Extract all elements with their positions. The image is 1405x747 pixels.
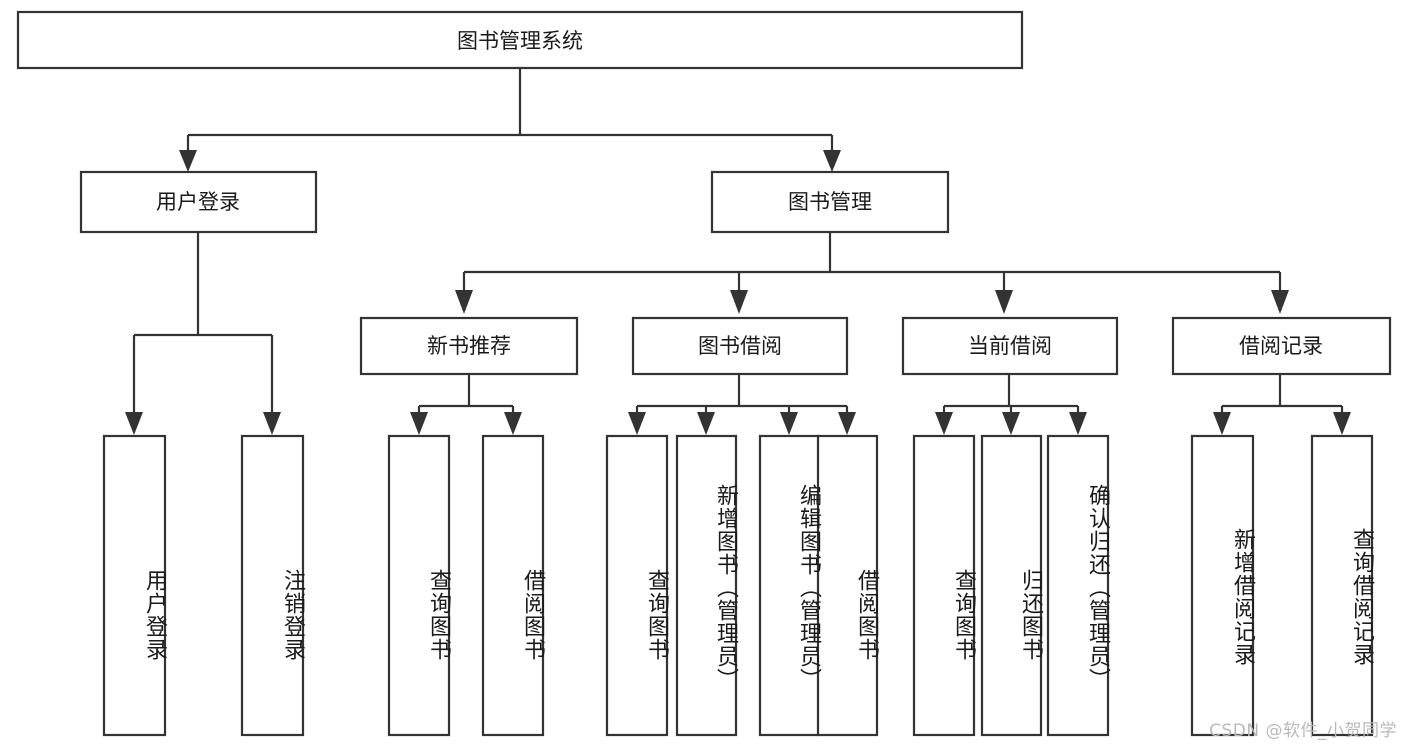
connectors-book-manage-to-level3 [455, 232, 1289, 314]
connectors-root-to-level2 [179, 68, 841, 172]
connectors-new-book-to-leaves [410, 374, 522, 435]
node-book-borrow-label: 图书借阅 [698, 334, 782, 358]
node-book-borrow[interactable] [631, 316, 849, 376]
connectors-book-borrow-to-leaves [628, 374, 856, 435]
node-current-borrow[interactable] [901, 316, 1119, 376]
leaf-box-add-book-admin[interactable] [675, 434, 738, 737]
node-borrow-record-label: 借阅记录 [1239, 334, 1323, 358]
node-book-management[interactable] [710, 170, 950, 234]
node-current-borrow-label: 当前借阅 [968, 334, 1052, 358]
node-root-book-management-system[interactable] [16, 10, 1024, 70]
node-user-login[interactable] [79, 170, 318, 234]
node-new-book-recommend[interactable] [359, 316, 579, 376]
csdn-watermark: CSDN @软件_小贺同学 [1209, 721, 1397, 741]
node-root-label: 图书管理系统 [457, 29, 583, 53]
leaf-box-logout[interactable] [240, 434, 305, 737]
node-borrow-record[interactable] [1171, 316, 1392, 376]
leaf-box-borrow-book[interactable] [816, 434, 879, 737]
leaf-box-query-book-borrow[interactable] [605, 434, 669, 737]
connectors-user-login-to-leaves [125, 232, 281, 435]
leaf-box-borrow-book-recommend[interactable] [481, 434, 545, 737]
leaf-box-edit-book-admin[interactable] [758, 434, 821, 737]
node-user-login-label: 用户登录 [156, 190, 240, 214]
connectors-current-borrow-to-leaves [935, 374, 1087, 435]
connectors-borrow-record-to-leaves [1213, 374, 1351, 435]
node-new-book-recommend-label: 新书推荐 [427, 334, 511, 358]
leaf-box-add-borrow-record[interactable] [1190, 434, 1255, 737]
leaf-box-query-book-recommend[interactable] [387, 434, 451, 737]
leaf-box-query-book-current[interactable] [912, 434, 976, 737]
leaf-box-user-login[interactable] [102, 434, 167, 737]
node-book-management-label: 图书管理 [788, 190, 872, 214]
leaf-box-return-book[interactable] [980, 434, 1043, 737]
leaf-box-confirm-return-admin[interactable] [1046, 434, 1110, 737]
leaf-box-query-borrow-record[interactable] [1310, 434, 1374, 737]
